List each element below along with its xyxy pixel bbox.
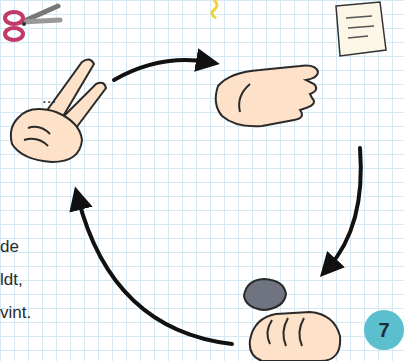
rock-fist [250, 312, 340, 361]
text-fragment: ldt, [0, 270, 23, 290]
text-fragment: ... [42, 88, 56, 108]
text-fragment: vint. [0, 303, 31, 323]
paper-hand [216, 66, 318, 127]
decor-squiggle [212, 0, 217, 18]
text-fragment: de [0, 237, 19, 257]
scissors-icon [5, 6, 60, 40]
paper-icon [336, 2, 386, 56]
page-badge [364, 310, 404, 350]
cycle-arrow [78, 60, 361, 344]
page-number: 7 [364, 310, 404, 350]
rock-icon [244, 279, 286, 310]
scissors-hand [11, 59, 106, 162]
page-number-text: 7 [378, 319, 389, 342]
